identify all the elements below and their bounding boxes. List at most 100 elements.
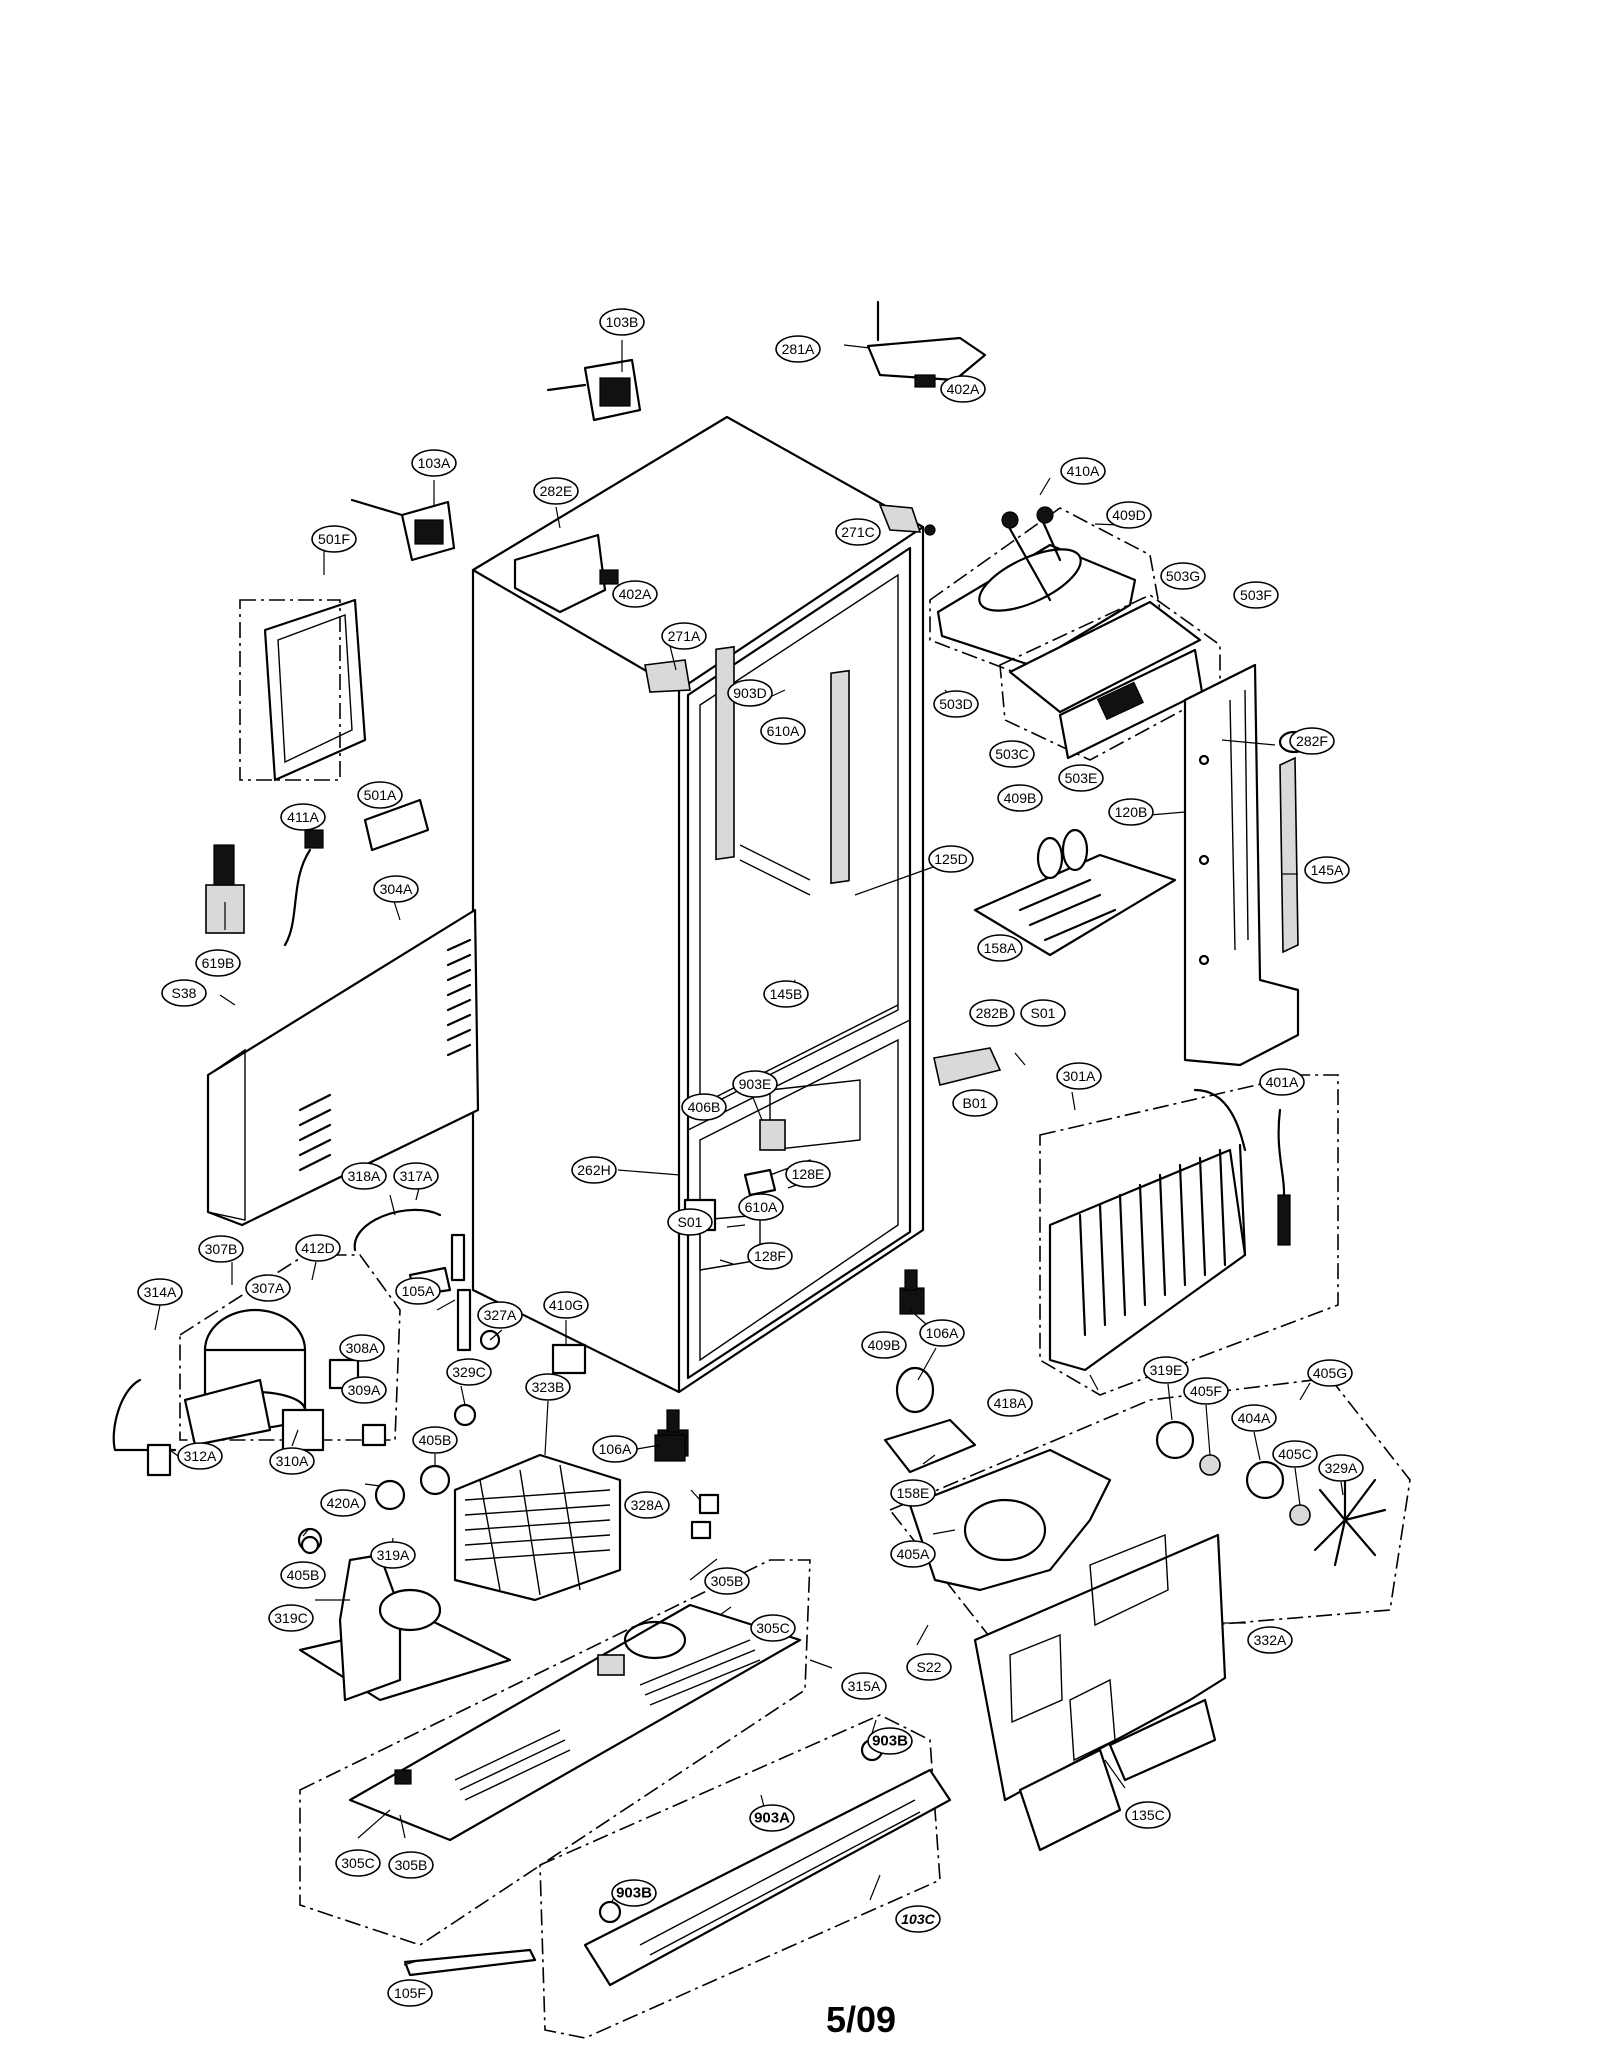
svg-text:105F: 105F: [394, 1985, 426, 2001]
callout-328A: 328A: [624, 1491, 670, 1519]
callout-120B: 120B: [1108, 798, 1154, 826]
callout-323B: 323B: [525, 1373, 571, 1401]
evaporator: [1039, 1074, 1339, 1396]
svg-text:503G: 503G: [1166, 568, 1200, 584]
callout-405F: 405F: [1183, 1377, 1229, 1405]
light-cover: [973, 828, 1177, 957]
callout-619B: 619B: [195, 949, 241, 977]
svg-text:405C: 405C: [1278, 1446, 1311, 1462]
callout-405B-2: 405B: [280, 1561, 326, 1589]
callout-410A: 410A: [1060, 457, 1106, 485]
svg-text:262H: 262H: [577, 1162, 610, 1178]
callout-410G: 410G: [543, 1291, 589, 1319]
callout-402A: 402A: [940, 375, 986, 403]
callout-305B-2: 305B: [388, 1851, 434, 1879]
svg-text:402A: 402A: [619, 586, 652, 602]
svg-text:409B: 409B: [868, 1337, 901, 1353]
callout-282F: 282F: [1289, 727, 1335, 755]
svg-text:282B: 282B: [976, 1005, 1009, 1021]
air-duct: [1183, 663, 1310, 1067]
callout-503E: 503E: [1058, 764, 1104, 792]
callout-304A: 304A: [373, 875, 419, 903]
callout-501A: 501A: [357, 781, 403, 809]
page-number: 5/09: [826, 1999, 896, 2040]
base-plate: [299, 1559, 811, 1946]
callout-128F: 128F: [747, 1242, 793, 1270]
svg-text:328A: 328A: [631, 1497, 664, 1513]
svg-text:318A: 318A: [348, 1168, 381, 1184]
machine-cover: [973, 1533, 1227, 1852]
svg-text:305C: 305C: [756, 1620, 789, 1636]
svg-text:903B: 903B: [872, 1733, 908, 1750]
callout-503F: 503F: [1233, 581, 1279, 609]
callout-405B: 405B: [412, 1426, 458, 1454]
callout-903B: 903B: [867, 1727, 913, 1755]
callout-409D: 409D: [1106, 501, 1152, 529]
callout-503C: 503C: [989, 740, 1035, 768]
callout-282B: 282B: [969, 999, 1015, 1027]
svg-text:410A: 410A: [1067, 463, 1100, 479]
callout-317A: 317A: [393, 1162, 439, 1190]
svg-text:411A: 411A: [287, 809, 319, 825]
svg-text:319A: 319A: [377, 1547, 410, 1563]
callout-319C: 319C: [268, 1604, 314, 1632]
fan-assembly: [888, 1377, 1411, 1651]
svg-text:409D: 409D: [1112, 507, 1145, 523]
svg-text:319C: 319C: [274, 1610, 307, 1626]
svg-text:409B: 409B: [1004, 790, 1037, 806]
svg-text:106A: 106A: [599, 1441, 632, 1457]
svg-text:503C: 503C: [995, 746, 1028, 762]
cabinet: [471, 415, 936, 1457]
svg-text:332A: 332A: [1254, 1632, 1287, 1648]
callout-106A: 106A: [919, 1319, 965, 1347]
svg-text:903A: 903A: [754, 1810, 790, 1827]
callout-281A: 281A: [775, 335, 821, 363]
callout-B01: B01: [952, 1089, 998, 1117]
callout-319E: 319E: [1143, 1356, 1189, 1384]
svg-text:106A: 106A: [926, 1325, 959, 1341]
callout-329A: 329A: [1318, 1454, 1364, 1482]
callout-309A: 309A: [341, 1376, 387, 1404]
front-grille: [539, 1714, 952, 2039]
svg-text:301A: 301A: [1063, 1068, 1096, 1084]
svg-text:315A: 315A: [848, 1678, 881, 1694]
svg-text:405B: 405B: [419, 1432, 452, 1448]
svg-text:412D: 412D: [301, 1240, 334, 1256]
svg-text:503D: 503D: [939, 696, 972, 712]
svg-text:307A: 307A: [252, 1280, 285, 1296]
callout-401A: 401A: [1259, 1068, 1305, 1096]
callout-271C: 271C: [835, 518, 881, 546]
condenser-coil: [453, 1453, 622, 1602]
callout-405C: 405C: [1272, 1440, 1318, 1468]
svg-text:317A: 317A: [400, 1168, 433, 1184]
callout-903A: 903A: [749, 1804, 795, 1832]
svg-text:103A: 103A: [418, 455, 451, 471]
svg-text:145B: 145B: [770, 986, 803, 1002]
svg-text:103B: 103B: [606, 314, 639, 330]
callout-903E: 903E: [732, 1070, 778, 1098]
callout-labels: 103B 281A 402A 103A 282E 402A 410A 409D …: [137, 308, 1364, 2007]
svg-text:405G: 405G: [1313, 1365, 1347, 1381]
svg-text:619B: 619B: [202, 955, 235, 971]
callout-145B: 145B: [763, 980, 809, 1008]
svg-text:503E: 503E: [1065, 770, 1098, 786]
svg-text:418A: 418A: [994, 1395, 1027, 1411]
svg-text:903B: 903B: [616, 1885, 652, 1902]
svg-text:405A: 405A: [897, 1546, 930, 1562]
callout-103C: 103C: [895, 1905, 941, 1933]
svg-text:405F: 405F: [1190, 1383, 1222, 1399]
callout-315A: 315A: [841, 1672, 887, 1700]
svg-text:309A: 309A: [348, 1382, 381, 1398]
callout-262H: 262H: [571, 1156, 617, 1184]
callout-318A: 318A: [341, 1162, 387, 1190]
callout-412D: 412D: [295, 1234, 341, 1262]
svg-text:903D: 903D: [733, 685, 766, 701]
callout-411A: 411A: [280, 803, 326, 831]
svg-text:307B: 307B: [205, 1241, 238, 1257]
callout-314A: 314A: [137, 1278, 183, 1306]
svg-text:S01: S01: [678, 1214, 703, 1230]
callout-903D: 903D: [727, 679, 773, 707]
callout-105F: 105F: [387, 1979, 433, 2007]
callout-402A-2: 402A: [612, 580, 658, 608]
callout-329C: 329C: [446, 1358, 492, 1386]
